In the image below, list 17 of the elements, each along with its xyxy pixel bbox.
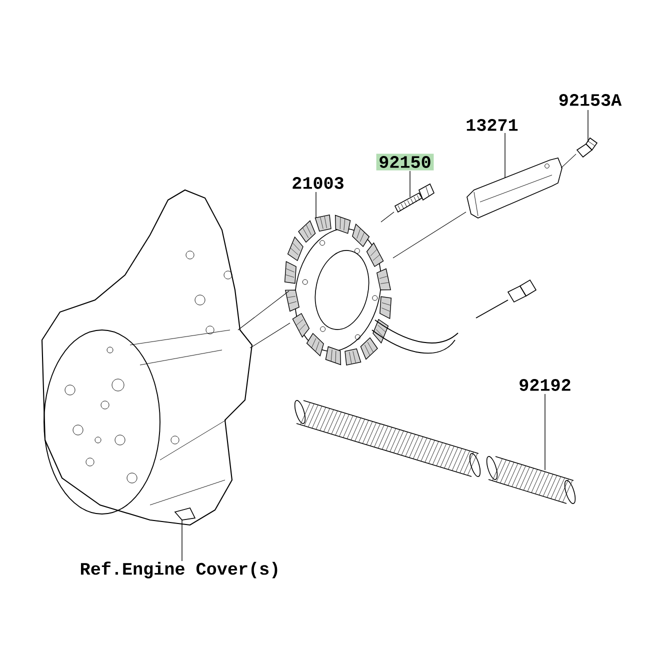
assembly-line: [380, 212, 394, 222]
sleeve-drawing: [294, 400, 576, 504]
part-number: 92192: [520, 379, 570, 391]
engine-cover-drawing: [41, 189, 253, 526]
assembly-line: [392, 212, 466, 258]
leader-line: [544, 394, 546, 470]
part-number: 21003: [292, 177, 344, 189]
assembly-line: [250, 322, 290, 348]
cover-plate-drawing: [466, 158, 562, 218]
part-number: 92153A: [559, 94, 622, 106]
assembly-line: [238, 290, 290, 330]
part-number: 13271: [466, 119, 518, 131]
reference-label: Ref.Engine Cover(s): [81, 562, 278, 578]
leader-line: [504, 132, 506, 178]
assembly-line: [560, 154, 576, 168]
stator-drawing: [284, 214, 537, 366]
highlighted-part-number: 92150: [376, 154, 434, 170]
